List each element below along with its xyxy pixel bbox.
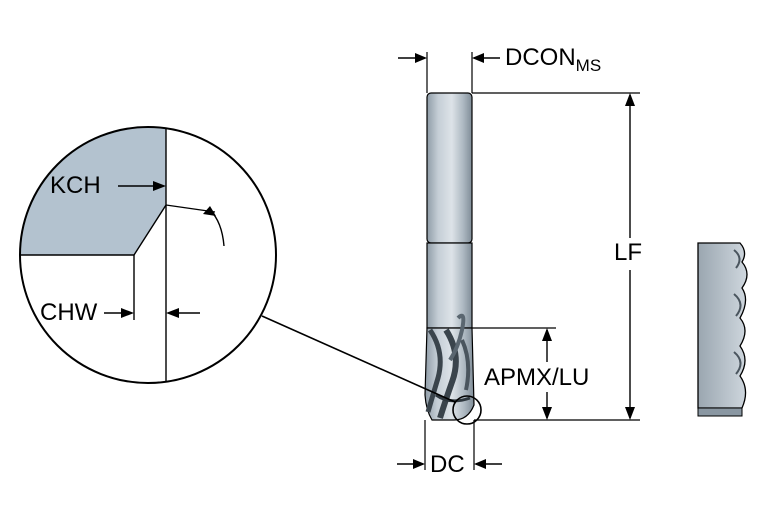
detail-marker-circle: [452, 395, 482, 425]
apmx-lu-label: APMX/LU: [484, 364, 590, 391]
detail-leader-line: [261, 315, 456, 403]
lf-dimension: [472, 92, 640, 421]
tool-neck: [426, 242, 473, 329]
apmx-dimension: [472, 327, 556, 420]
dc-label: DC: [430, 451, 465, 478]
end-mill: [261, 52, 640, 470]
tool-flutes: [424, 313, 475, 421]
dcon-dimension: [398, 52, 500, 93]
detail-view: [19, 126, 277, 384]
tool-shank: [426, 92, 473, 244]
dcon-label: DCONMS: [505, 44, 602, 75]
dcon-subscript: MS: [575, 56, 602, 75]
dc-dimension: [397, 420, 502, 470]
lf-label: LF: [614, 239, 643, 266]
detail-circle-outline: [19, 126, 277, 384]
kch-label: KCH: [50, 172, 101, 199]
chw-label: CHW: [40, 299, 98, 326]
flute-profile: [697, 242, 748, 417]
